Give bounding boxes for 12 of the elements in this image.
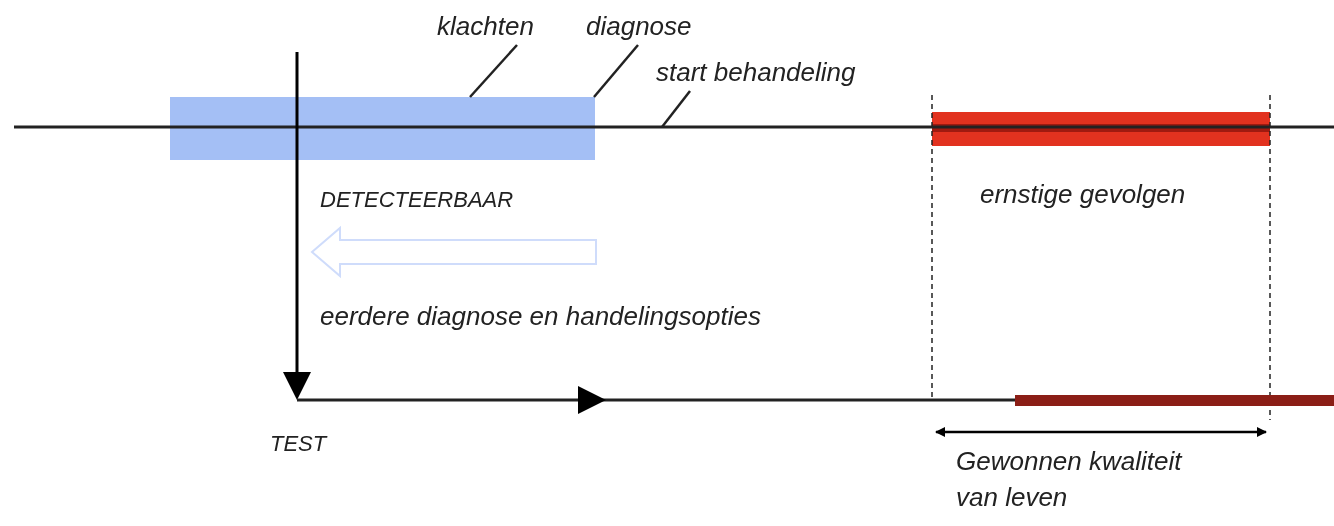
callout-text: klachten — [437, 8, 557, 44]
annotation-text: eerdere diagnose en handelingsopties — [320, 300, 761, 333]
leader-line — [661, 90, 691, 128]
callout-text: start behandeling — [656, 54, 906, 90]
point-label: TEST — [270, 430, 327, 458]
leader-line — [593, 44, 639, 98]
region-label: DETECTEERBAAR — [320, 186, 514, 214]
leader-line — [469, 44, 518, 98]
detectable-band — [170, 97, 595, 160]
annotation-text: Gewonnen kwaliteit van leven — [956, 445, 1184, 514]
region-label: ernstige gevolgen — [980, 178, 1186, 211]
callout-text: diagnose — [586, 8, 718, 44]
